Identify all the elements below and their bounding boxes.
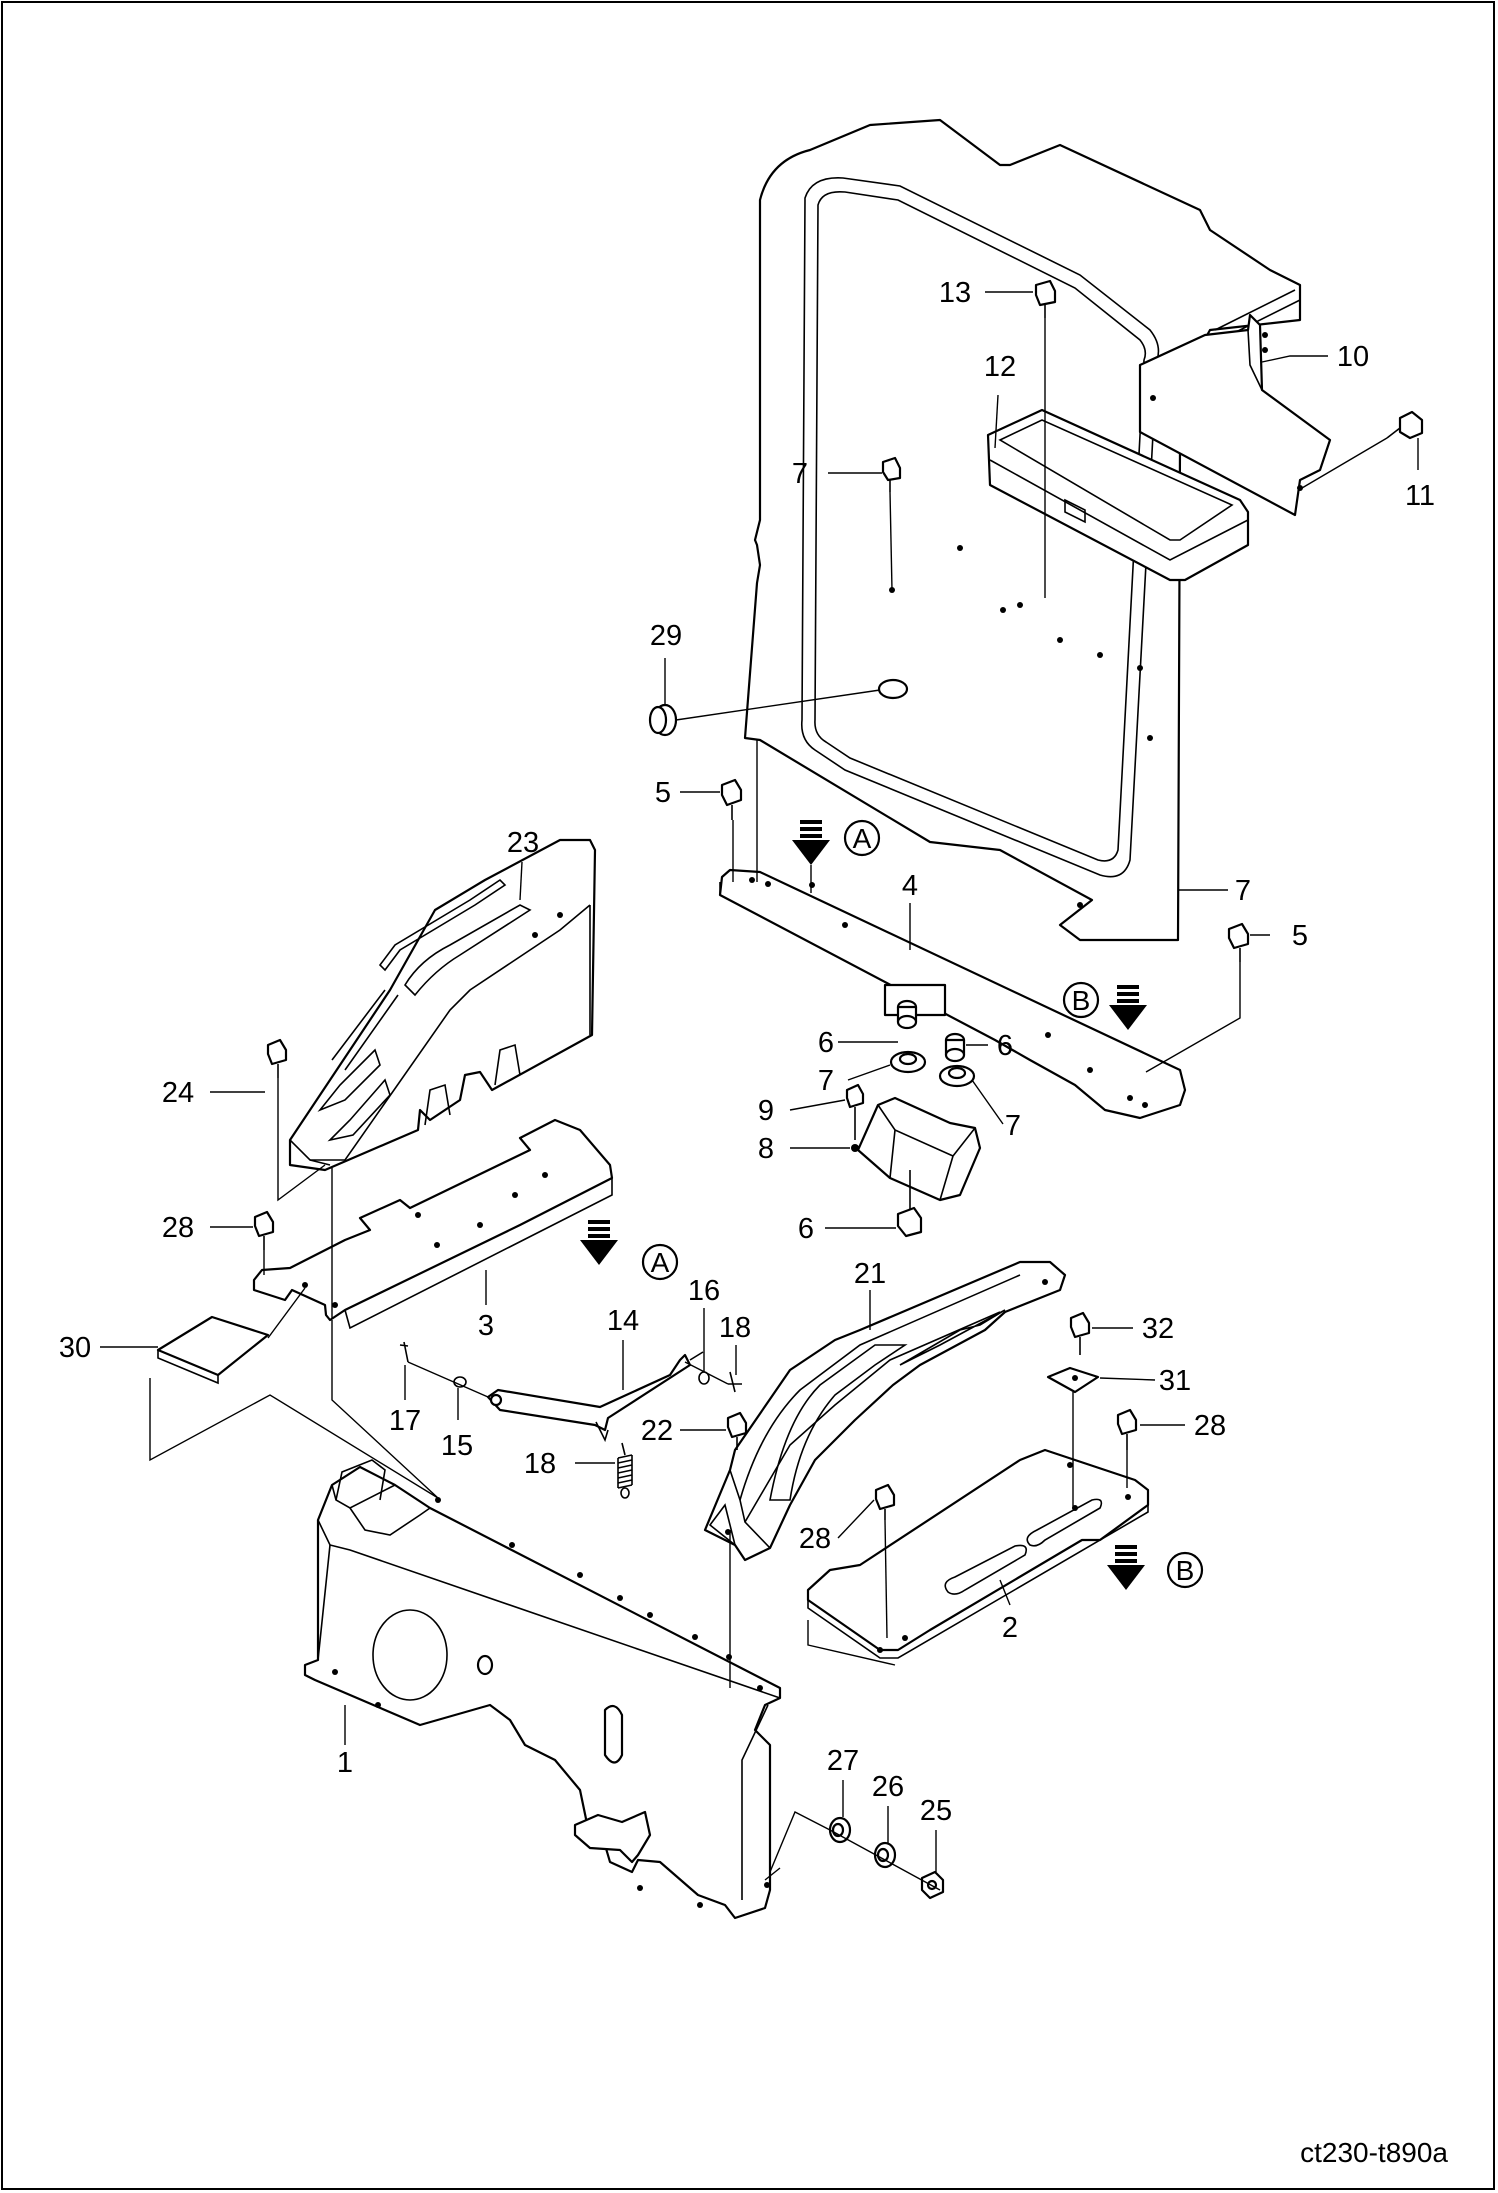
view-marker-a-lower: A bbox=[651, 1247, 670, 1278]
callout-27: 27 bbox=[827, 1745, 859, 1777]
part-4-mounting-plate bbox=[718, 740, 1187, 1120]
callout-26: 26 bbox=[872, 1771, 904, 1803]
arrow-a-upper: A bbox=[792, 819, 881, 893]
bolt-28-right bbox=[1116, 1408, 1138, 1488]
callout-21: 21 bbox=[854, 1258, 886, 1290]
callout-31: 31 bbox=[1159, 1365, 1191, 1397]
part-15-tray bbox=[986, 408, 1250, 582]
part-7-washer-right bbox=[938, 1064, 976, 1088]
part-27-spacer bbox=[828, 1816, 852, 1844]
bolt-5-left bbox=[720, 778, 743, 820]
callout-7-left: 7 bbox=[818, 1065, 834, 1097]
callout-3: 3 bbox=[478, 1310, 494, 1342]
part-25-nut bbox=[920, 1870, 945, 1900]
view-marker-a-upper: A bbox=[853, 823, 872, 854]
callout-7-right: 7 bbox=[1005, 1110, 1021, 1142]
callout-5-left: 5 bbox=[655, 777, 671, 809]
part-6-spacer-left bbox=[896, 999, 918, 1030]
part-19-pin-right bbox=[728, 1371, 742, 1393]
drawing-reference-code: ct230-t890a bbox=[1300, 2137, 1448, 2168]
callout-32: 32 bbox=[1142, 1313, 1174, 1345]
part-29-grommet bbox=[648, 689, 881, 737]
bolt-24 bbox=[266, 1038, 326, 1202]
view-marker-b-lower: B bbox=[1176, 1555, 1195, 1586]
part-20-spring bbox=[617, 1442, 633, 1499]
hardware-axis-line bbox=[769, 1811, 941, 1891]
bolt-14 bbox=[1301, 410, 1424, 489]
part-1-main-frame bbox=[303, 1459, 782, 1920]
callout-28-center: 28 bbox=[799, 1523, 831, 1555]
callout-24: 24 bbox=[162, 1077, 194, 1109]
callout-17: 14 bbox=[607, 1305, 639, 1337]
bolt-5-right bbox=[1145, 922, 1250, 1073]
callout-11: 8 bbox=[758, 1133, 774, 1165]
bolt-32 bbox=[1069, 1311, 1091, 1355]
callout-6-right: 6 bbox=[997, 1030, 1013, 1062]
callout-leaders bbox=[100, 291, 1419, 1872]
callout-25: 25 bbox=[920, 1795, 952, 1827]
callout-4: 4 bbox=[902, 870, 918, 902]
part-6-spacer-right bbox=[944, 1032, 966, 1063]
part-2-right-floor-plate bbox=[806, 1448, 1150, 1659]
part-31-plate bbox=[1046, 1366, 1100, 1508]
callout-23: 23 bbox=[507, 827, 539, 859]
callout-2: 2 bbox=[1002, 1612, 1018, 1644]
leader-pin-left bbox=[407, 1361, 489, 1398]
callout-28-right: 28 bbox=[1194, 1410, 1226, 1442]
part-19-pin-left bbox=[399, 1341, 409, 1363]
bolt-8 bbox=[896, 1170, 923, 1238]
bolt-10 bbox=[881, 456, 902, 591]
callout-13: 10 bbox=[1337, 341, 1369, 373]
callout-20: 18 bbox=[524, 1448, 556, 1480]
callout-28-left: 28 bbox=[162, 1212, 194, 1244]
part-3-left-floor-plate bbox=[252, 1118, 614, 1330]
callout-30: 30 bbox=[59, 1332, 91, 1364]
leader-pin-right bbox=[684, 1361, 729, 1385]
callout-14: 11 bbox=[1405, 480, 1435, 512]
callout-8: 6 bbox=[798, 1213, 814, 1245]
callout-18-right: 16 bbox=[688, 1275, 720, 1307]
callout-6-left: 6 bbox=[818, 1027, 834, 1059]
part-7-washer-left bbox=[889, 1050, 927, 1074]
phantom-line-2 bbox=[807, 1620, 896, 1666]
callout-16: 13 bbox=[939, 277, 971, 309]
arrow-b-lower: B bbox=[1107, 1545, 1204, 1590]
phantom-line-30 bbox=[149, 1378, 439, 1499]
bolt-12 bbox=[845, 1083, 865, 1152]
part-13-bracket bbox=[1138, 313, 1332, 517]
callout-5-right: 5 bbox=[1292, 920, 1308, 952]
part-17-linkage bbox=[486, 1351, 704, 1443]
arrow-a-lower: A bbox=[580, 1220, 679, 1281]
callout-18-left: 15 bbox=[441, 1430, 473, 1462]
bolt-28-center bbox=[874, 1483, 896, 1639]
bolt-16 bbox=[1034, 279, 1057, 598]
part-30-pad bbox=[156, 1287, 306, 1385]
callout-12: 9 bbox=[758, 1095, 774, 1127]
callout-29: 29 bbox=[650, 620, 682, 652]
callout-1: 1 bbox=[337, 1747, 353, 1779]
bolt-stub bbox=[764, 1867, 781, 1881]
callout-labels: 13 10 12 11 7 29 5 7 4 5 6 7 6 7 9 8 6 2… bbox=[59, 277, 1435, 1827]
part-21-right-cover bbox=[703, 1260, 1067, 1562]
callout-19-left: 17 bbox=[389, 1405, 421, 1437]
part-23-left-cover bbox=[288, 838, 597, 1172]
part-9-cover-panel bbox=[743, 118, 1302, 942]
part-11-isolator bbox=[856, 1096, 982, 1202]
callout-9: 7 bbox=[1235, 875, 1251, 907]
callout-19-right: 18 bbox=[719, 1312, 751, 1344]
bolt-22 bbox=[726, 1411, 748, 1688]
bolt-28-left bbox=[253, 1210, 275, 1275]
view-marker-b-upper: B bbox=[1072, 985, 1091, 1016]
callout-15: 12 bbox=[984, 351, 1016, 383]
callout-22: 22 bbox=[641, 1415, 673, 1447]
phantom-line-3 bbox=[331, 1320, 439, 1499]
arrow-b-upper: B bbox=[1062, 981, 1147, 1030]
callout-10: 7 bbox=[792, 458, 808, 490]
